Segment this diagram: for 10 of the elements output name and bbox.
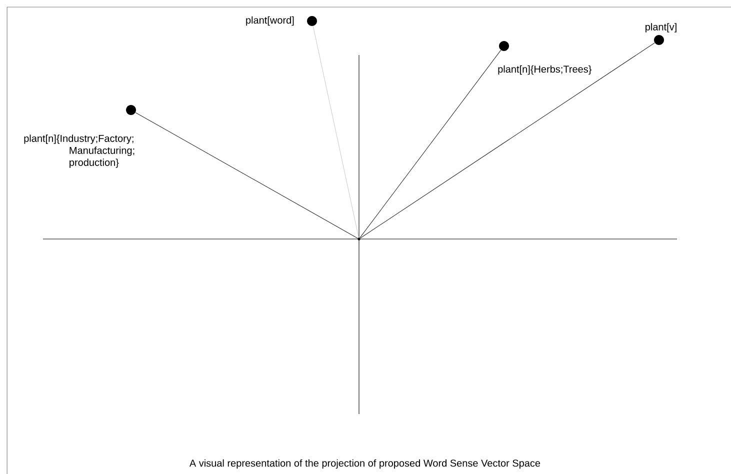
origin-point [358, 238, 360, 240]
point-label: plant[word] [246, 16, 294, 26]
caption: A visual representation of the projection of proposed Word Sense Vector Space [189, 459, 540, 469]
point-marker [307, 16, 317, 26]
point-label: plant[v] [646, 23, 676, 32]
point-label: plant[n]{Herbs;Trees} [498, 65, 592, 75]
point-marker [654, 35, 664, 45]
point-marker [126, 105, 136, 115]
point-marker [499, 41, 509, 51]
point-label: plant[n]{Industry;Factory; Manufacturing; production} [24, 134, 134, 168]
